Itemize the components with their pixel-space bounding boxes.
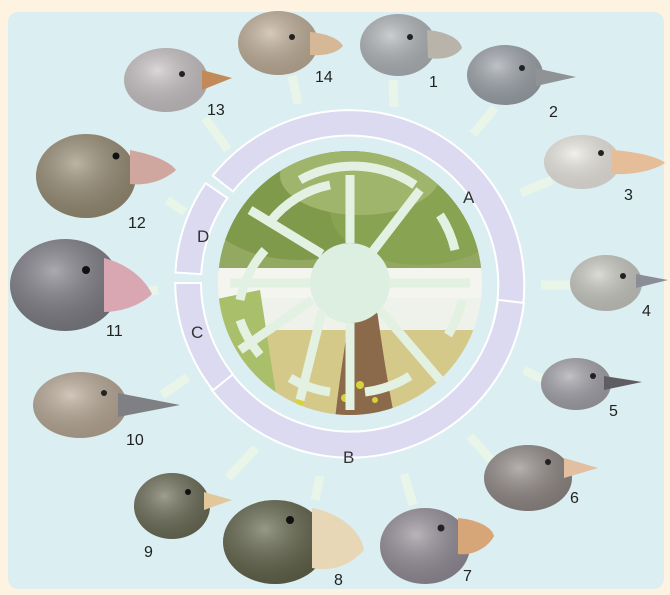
finch-number-14: 14 [315,69,333,86]
clade-label-d: D [197,227,209,246]
finch-number-4: 4 [642,303,651,320]
finch-number-8: 8 [334,572,343,589]
finch-number-2: 2 [549,104,558,121]
finch-number-6: 6 [570,490,579,507]
finch-number-10: 10 [126,432,144,449]
finch-number-12: 12 [128,215,146,232]
finch-number-7: 7 [463,568,472,585]
finch-number-1: 1 [429,74,438,91]
clade-label-a: A [463,188,475,207]
clade-label-b: B [343,448,354,467]
finch-number-11: 11 [106,323,123,340]
finch-number-9: 9 [144,544,153,561]
finch-number-3: 3 [624,187,633,204]
finch-number-5: 5 [609,403,618,420]
finch-number-13: 13 [207,102,225,119]
clade-label-c: C [191,323,203,342]
